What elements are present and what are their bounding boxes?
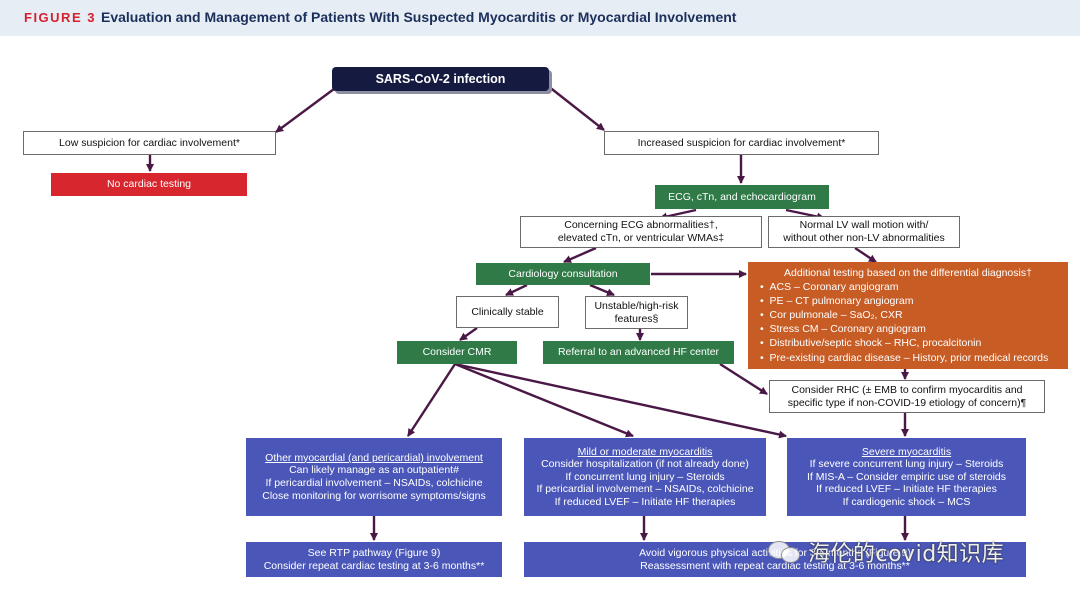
node-rtp-line1: See RTP pathway (Figure 9) <box>307 546 441 559</box>
watermark-text: 海伦的covid知识库 <box>808 542 1005 567</box>
additional-testing-item: • PE – CT pulmonary angiogram <box>760 295 914 308</box>
node-rhc-line1: Consider RHC (± EMB to confirm myocardit… <box>791 383 1023 396</box>
arrow-consult-to-unstable <box>589 283 615 297</box>
node-sars-cov-2-infection: SARS-CoV-2 infection <box>332 67 549 91</box>
node-avoid-line2: Reassessment with repeat cardiac testing… <box>640 559 910 572</box>
node-additional-testing: Additional testing based on the differen… <box>748 262 1068 369</box>
node-severe-line: If severe concurrent lung injury – Stero… <box>809 458 1004 471</box>
node-normal-line2: without other non-LV abnormalities <box>783 232 945 244</box>
arrow-normal-to-additional <box>854 247 877 263</box>
node-mild-line: Consider hospitalization (if not already… <box>541 458 749 471</box>
node-unstable-line2: features§ <box>614 312 659 325</box>
node-other-myocardial-involvement: Other myocardial (and pericardial) invol… <box>246 438 502 516</box>
node-normal-line1: Normal LV wall motion with/ <box>799 219 929 231</box>
additional-testing-item: • Pre-existing cardiac disease – History… <box>760 351 1049 364</box>
node-clinically-stable: Clinically stable <box>456 296 559 328</box>
arrow-concerning-to-consult <box>563 246 597 264</box>
node-increased-suspicion: Increased suspicion for cardiac involvem… <box>604 131 879 155</box>
arrow-root-to-increased <box>547 85 605 131</box>
node-low-suspicion: Low suspicion for cardiac involvement* <box>23 131 276 155</box>
node-severe-title: Severe myocarditis <box>861 445 952 458</box>
node-increased-suspicion-label: Increased suspicion for cardiac involvem… <box>637 136 846 149</box>
node-mild-line: If reduced LVEF – Initiate HF therapies <box>554 495 736 508</box>
node-unstable-high-risk: Unstable/high-risk features§ <box>585 296 688 329</box>
node-mild-title: Mild or moderate myocarditis <box>577 445 713 458</box>
node-rhc-line2: specific type if non-COVID-19 etiology o… <box>787 396 1027 409</box>
node-cmr-label: Consider CMR <box>422 346 492 358</box>
node-root-label: SARS-CoV-2 infection <box>375 71 506 86</box>
additional-testing-item: • Cor pulmonale – SaO₂, CXR <box>760 309 903 322</box>
node-no-cardiac-testing: No cardiac testing <box>51 173 247 196</box>
node-ecg-label: ECG, cTn, and echocardiogram <box>668 190 816 203</box>
node-severe-line: If cardiogenic shock – MCS <box>842 495 971 508</box>
node-consult-label: Cardiology consultation <box>508 267 618 280</box>
node-ecg-ctn-echo: ECG, cTn, and echocardiogram <box>655 185 829 209</box>
arrow-cmr-to-severe <box>454 362 787 439</box>
node-mild-moderate-myocarditis: Mild or moderate myocarditis Consider ho… <box>524 438 766 516</box>
node-referral-label: Referral to an advanced HF center <box>557 346 720 358</box>
node-concerning-line2: elevated cTn, or ventricular WMAs‡ <box>557 232 725 244</box>
arrow-consult-to-stable <box>505 283 528 297</box>
arrow-referral-to-rhc <box>719 362 768 396</box>
node-consider-rhc: Consider RHC (± EMB to confirm myocardit… <box>769 380 1045 413</box>
node-unstable-line1: Unstable/high-risk <box>594 299 679 312</box>
node-normal-lv-wall-motion: Normal LV wall motion with/ without othe… <box>768 216 960 248</box>
node-no-testing-label: No cardiac testing <box>106 178 192 190</box>
node-low-suspicion-label: Low suspicion for cardiac involvement* <box>59 136 240 149</box>
additional-testing-item: • Stress CM – Coronary angiogram <box>760 323 926 336</box>
figure-header: FIGURE 3 Evaluation and Management of Pa… <box>0 0 1080 36</box>
wechat-icon <box>768 539 802 565</box>
node-severe-line: If MIS-A – Consider empiric use of stero… <box>807 470 1006 483</box>
additional-testing-item: • ACS – Coronary angiogram <box>760 281 899 294</box>
arrow-root-to-low <box>275 85 339 133</box>
node-referral-hf-center: Referral to an advanced HF center <box>543 341 734 364</box>
node-severe-line: If reduced LVEF – Initiate HF therapies <box>816 483 997 496</box>
node-consider-cmr: Consider CMR <box>397 341 517 364</box>
figure-label: FIGURE 3 <box>24 10 96 25</box>
node-mild-line: If pericardial involvement – NSAIDs, col… <box>536 483 754 496</box>
node-stable-label: Clinically stable <box>471 305 544 318</box>
additional-testing-item: • Distributive/septic shock – RHC, proca… <box>760 337 982 350</box>
node-concerning-line1: Concerning ECG abnormalities†, <box>564 219 718 231</box>
watermark: 海伦的covid知识库 <box>768 536 1004 568</box>
node-mild-line: If concurrent lung injury – Steroids <box>565 470 725 483</box>
additional-testing-title: Additional testing based on the differen… <box>784 267 1032 279</box>
arrow-cmr-to-mild <box>454 362 634 438</box>
node-other-line: Close monitoring for worrisome symptoms/… <box>262 489 486 502</box>
node-other-title: Other myocardial (and pericardial) invol… <box>265 451 483 464</box>
node-rtp-line2: Consider repeat cardiac testing at 3-6 m… <box>263 559 485 572</box>
figure-title: Evaluation and Management of Patients Wi… <box>101 9 737 25</box>
node-cardiology-consultation: Cardiology consultation <box>476 263 650 285</box>
node-concerning-ecg: Concerning ECG abnormalities†, elevated … <box>520 216 762 248</box>
node-rtp-pathway: See RTP pathway (Figure 9) Consider repe… <box>246 542 502 577</box>
node-severe-myocarditis: Severe myocarditis If severe concurrent … <box>787 438 1026 516</box>
arrow-cmr-to-other <box>406 363 457 437</box>
arrow-stable-to-cmr <box>459 327 478 341</box>
node-other-line: If pericardial involvement – NSAIDs, col… <box>265 477 483 489</box>
node-other-line: Can likely manage as an outpatient# <box>289 464 459 477</box>
